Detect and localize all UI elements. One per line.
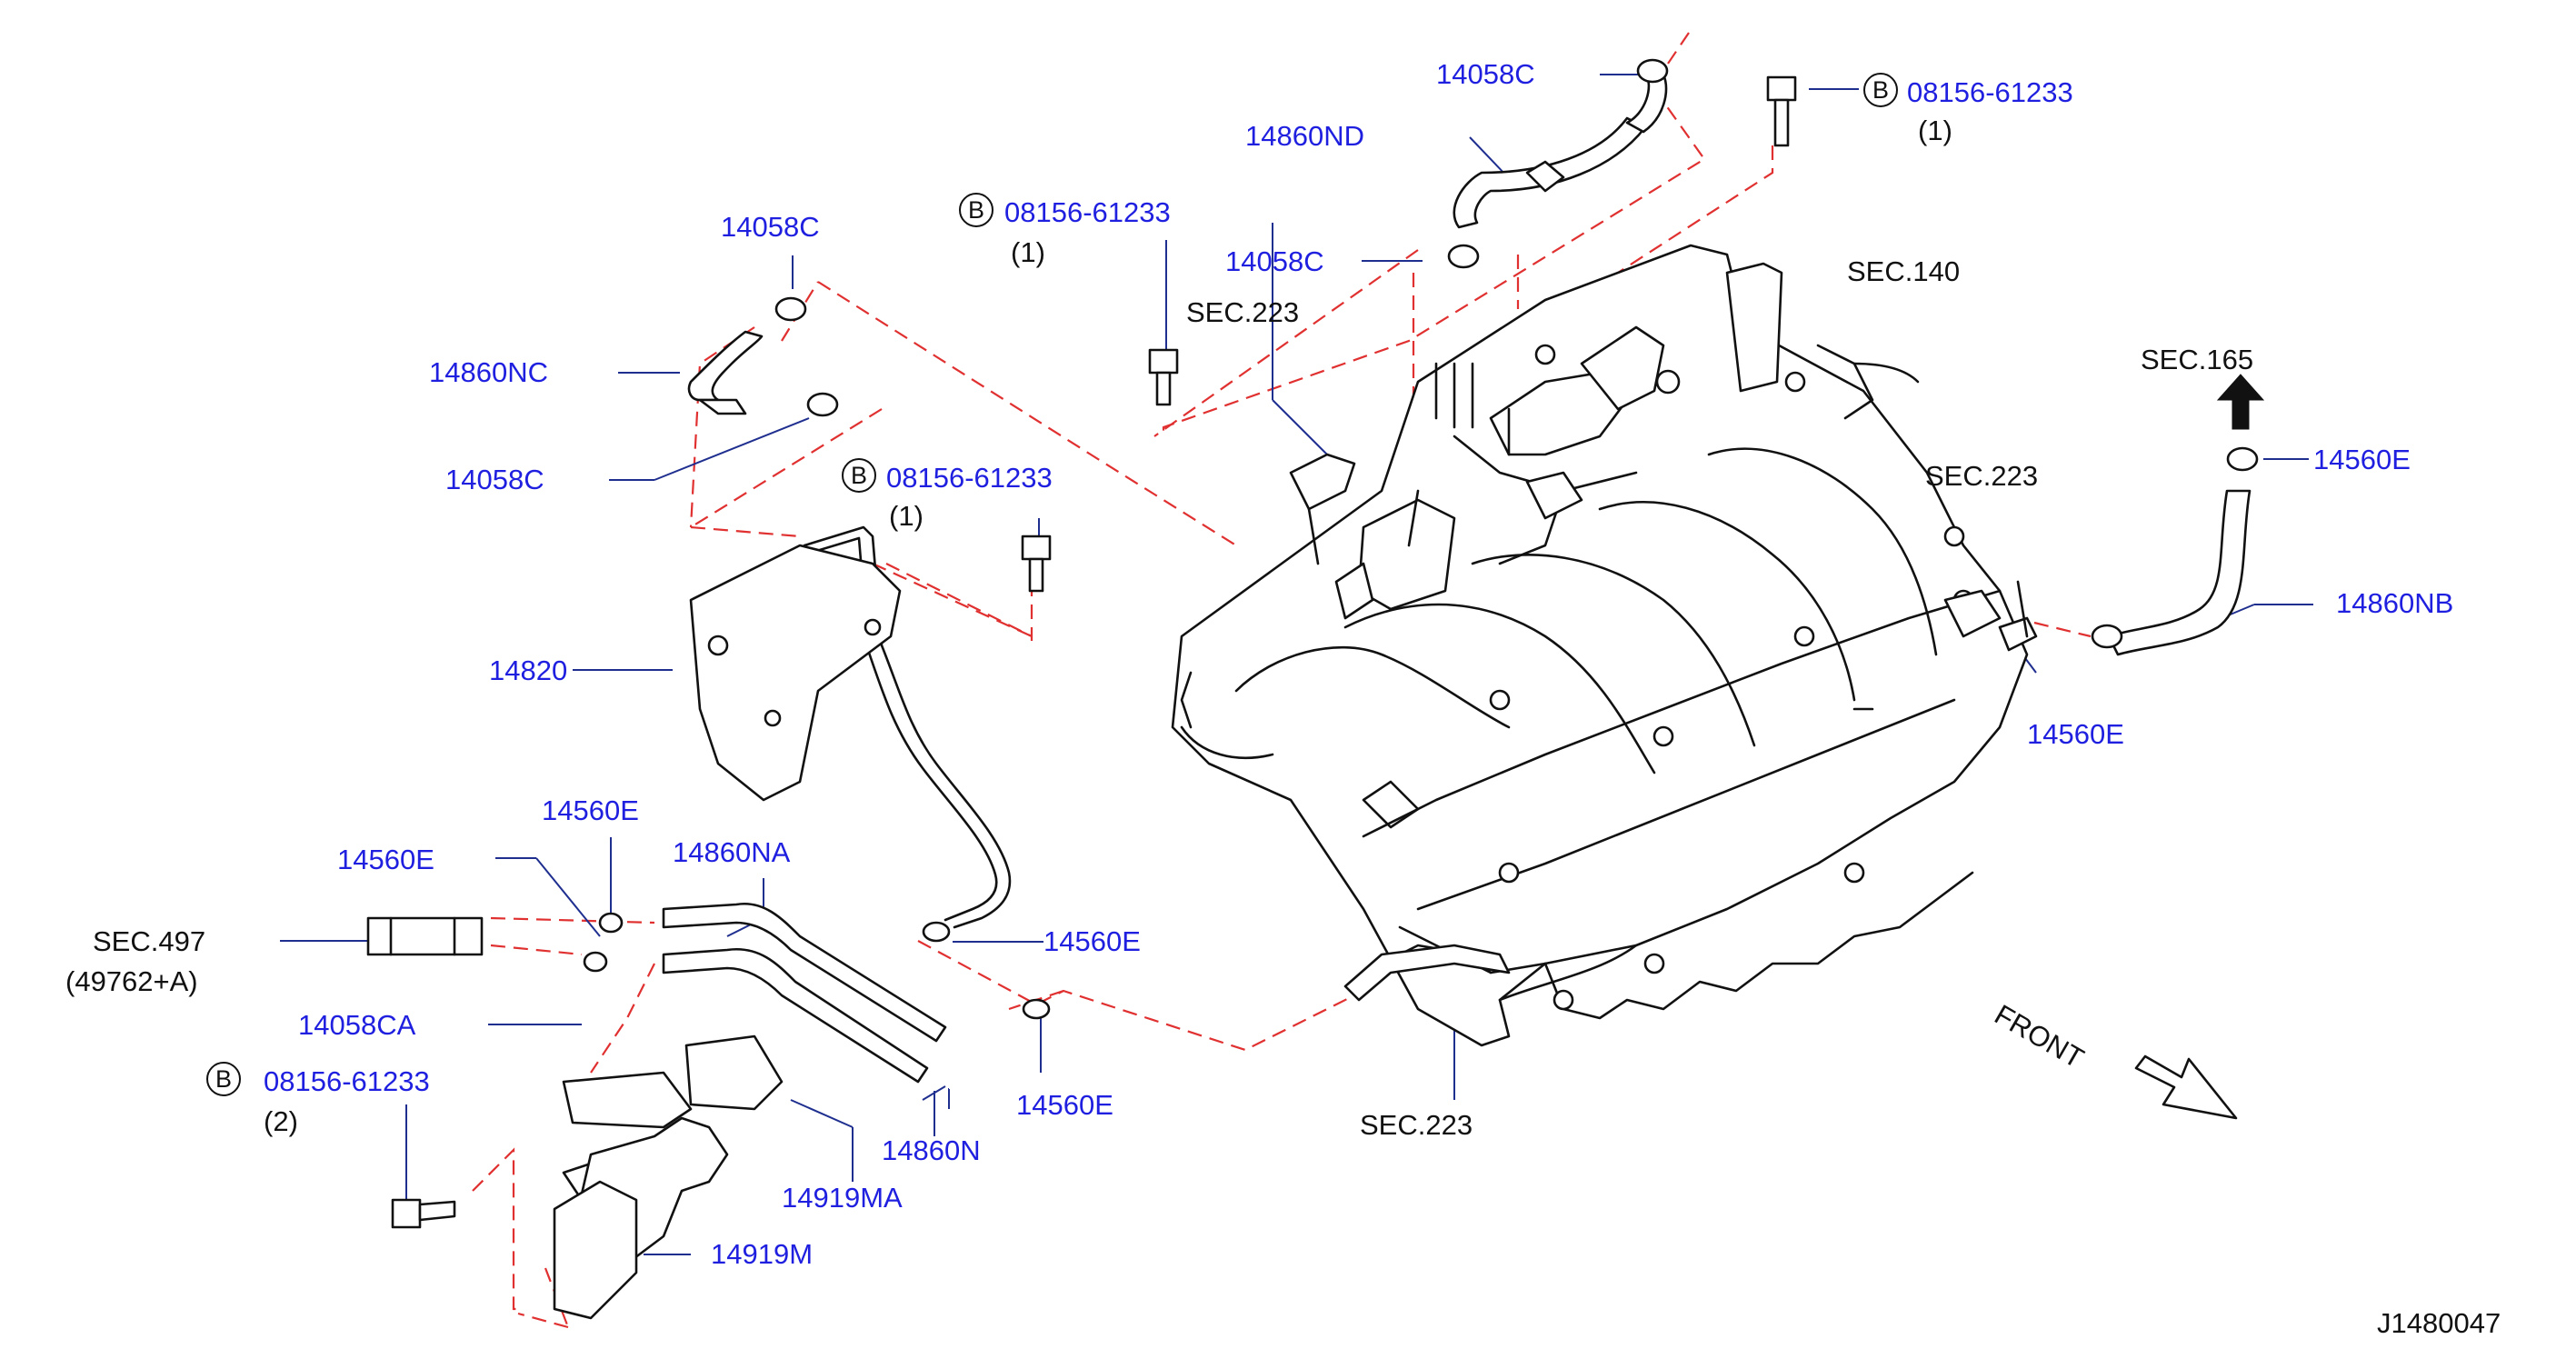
bolt-symbol-icon: B [959,193,993,227]
callout-14860nc: 14860NC [429,356,548,388]
quantity-label: (1) [889,500,924,532]
callout-14058c-center: 14058C [1225,245,1324,277]
brackets [553,160,1565,1320]
callout-14860nd: 14860ND [1245,120,1364,152]
section-165: SEC.165 [2141,344,2254,375]
callout-14860na: 14860NA [673,836,791,868]
callout-14058c-lower: 14058C [445,464,544,495]
section-223-top: SEC.223 [1186,296,1300,328]
bolt-symbol-icon: B [1863,73,1898,107]
callout-08156-61233-center: 08156-61233 [1004,196,1171,228]
bolt-symbol-icon: B [206,1062,241,1096]
callout-14860n: 14860N [882,1134,981,1166]
callout-08156-61233-top: 08156-61233 [1907,76,2073,108]
callout-14560e-a: 14560E [542,794,639,826]
quantity-label: (2) [264,1105,298,1137]
callout-08156-61233-left: 08156-61233 [886,462,1053,494]
bolt-symbol-icon: B [842,458,876,493]
callout-14560e-d: 14560E [1016,1089,1113,1121]
callout-14560e-e: 14560E [2313,444,2411,475]
section-497-sub: (49762+A) [65,965,198,997]
clamps [583,58,2259,1020]
front-arrow-icon [2134,1054,2238,1120]
section-223-right: SEC.223 [1925,460,2039,492]
bolts [391,75,1797,1229]
callout-14560e-b: 14560E [337,844,434,875]
callout-14058c-top: 14058C [1436,58,1535,90]
intake-manifold [1171,244,2038,1047]
callout-14919ma: 14919MA [782,1182,903,1214]
callout-08156-61233-bottom: 08156-61233 [264,1065,430,1097]
callout-14820: 14820 [489,655,568,686]
callout-14919m: 14919M [711,1238,814,1270]
callout-14058c-left: 14058C [721,211,820,243]
sec165-arrow-icon [2216,374,2265,430]
callout-14560e-f: 14560E [2027,718,2124,750]
quantity-label: (1) [1918,115,1952,146]
quantity-label: (1) [1011,236,1045,268]
section-223-bottom: SEC.223 [1360,1109,1473,1141]
callout-14058ca: 14058CA [298,1009,416,1041]
section-497: SEC.497 [93,925,206,957]
section-140: SEC.140 [1847,255,1961,287]
leader-lines [280,74,2313,1255]
callout-14860nb: 14860NB [2336,587,2454,619]
callout-14560e-c: 14560E [1043,925,1141,957]
drawing-code: J1480047 [2377,1307,2501,1339]
